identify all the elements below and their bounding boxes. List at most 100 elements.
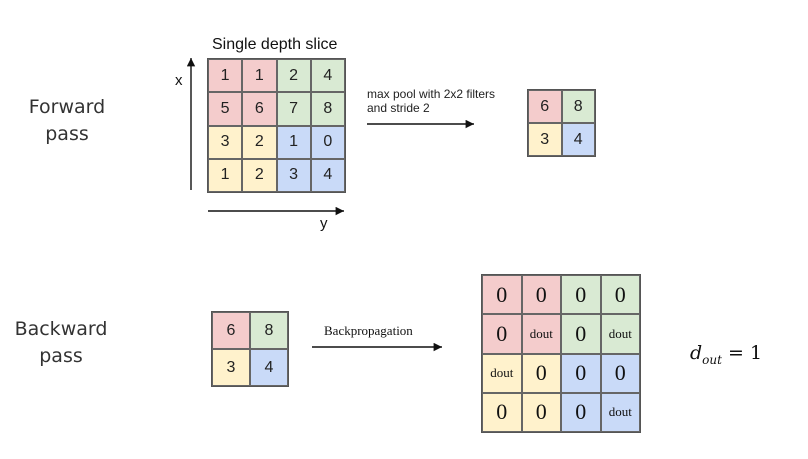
- cell-value: 0: [496, 281, 508, 307]
- grid-cell: 6: [212, 312, 250, 349]
- cell-value: dout: [490, 365, 514, 381]
- cell-value: 5: [220, 99, 230, 117]
- grid-cell: dout: [482, 353, 522, 393]
- grid-cell: 4: [310, 158, 345, 192]
- grid-cell: 3: [208, 125, 243, 159]
- slice-title: Single depth slice: [212, 36, 338, 53]
- grid-cell: 0: [561, 392, 601, 432]
- grid-cell: 8: [310, 92, 345, 126]
- forward-pass-label: Forward pass: [12, 94, 122, 148]
- cell-value: 0: [575, 320, 587, 346]
- grid-cell: 0: [561, 353, 601, 393]
- grid-cell: 1: [242, 59, 277, 93]
- cell-value: 0: [614, 281, 626, 307]
- cell-value: 0: [496, 399, 508, 425]
- cell-value: 3: [220, 133, 230, 151]
- backprop-label: Backpropagation: [324, 323, 413, 338]
- grid-cell: 0: [521, 353, 561, 393]
- cell-value: 2: [254, 166, 264, 184]
- grid-cell: 5: [208, 92, 243, 126]
- cell-value: 6: [254, 99, 264, 117]
- grid-cell: dout: [600, 314, 640, 354]
- axis-x-label: x: [175, 72, 183, 89]
- backward-label-line2: pass: [39, 345, 83, 367]
- grid-cell: dout: [600, 392, 640, 432]
- grid-cell: 0: [482, 275, 522, 315]
- grid-cell: 6: [528, 90, 562, 123]
- cell-value: 0: [535, 360, 547, 386]
- grid-cell: 8: [561, 90, 595, 123]
- grid-cell: 0: [482, 314, 522, 354]
- cell-value: 6: [540, 97, 550, 115]
- grid-cell: 4: [250, 349, 288, 386]
- cell-value: 1: [220, 66, 230, 84]
- cell-value: dout: [608, 325, 632, 341]
- grid-cell: 0: [482, 392, 522, 432]
- cell-value: 3: [540, 130, 550, 148]
- cell-value: 4: [573, 130, 583, 148]
- forward-label-line1: Forward: [28, 96, 106, 118]
- cell-value: 0: [535, 281, 547, 307]
- cell-value: 0: [575, 281, 587, 307]
- cell-value: dout: [529, 325, 553, 341]
- eq-rest: = 1: [721, 342, 763, 364]
- cell-value: dout: [608, 404, 632, 420]
- maxpool-note-line1: max pool with 2x2 filters: [367, 87, 496, 101]
- cell-value: 8: [264, 321, 274, 339]
- backward-output-grid: 0 0 0 0 0 dout 0 dout dout 0 0 0 0 0 0 dout: [481, 274, 641, 433]
- eq-var: d: [690, 342, 703, 364]
- cell-value: 0: [496, 320, 508, 346]
- cell-value: 2: [254, 133, 264, 151]
- grid-cell: 2: [242, 158, 277, 192]
- grid-cell: 2: [276, 59, 311, 93]
- maxpool-note-line2: and stride 2: [367, 101, 430, 115]
- dout-equation: dout = 1: [690, 342, 762, 367]
- backward-label-line1: Backward: [14, 318, 108, 340]
- cell-value: 0: [575, 360, 587, 386]
- cell-value: 2: [289, 66, 299, 84]
- cell-value: 4: [323, 166, 333, 184]
- eq-sub: out: [702, 352, 722, 367]
- grid-cell: 0: [600, 275, 640, 315]
- grid-cell: 0: [521, 392, 561, 432]
- cell-value: 3: [289, 166, 299, 184]
- cell-value: 0: [614, 360, 626, 386]
- grid-cell: 3: [212, 349, 250, 386]
- backward-input-grid: 6 8 3 4: [211, 311, 289, 387]
- cell-value: 4: [264, 358, 274, 376]
- grid-cell: 8: [250, 312, 288, 349]
- cell-value: 4: [323, 66, 333, 84]
- cell-value: 3: [226, 358, 236, 376]
- cell-value: 1: [220, 166, 230, 184]
- cell-value: 7: [289, 99, 299, 117]
- grid-cell: 1: [208, 59, 243, 93]
- forward-input-grid: 1 1 2 4 5 6 7 8 3 2 1 0 1 2 3 4: [207, 58, 346, 193]
- grid-cell: 3: [276, 158, 311, 192]
- grid-cell: 0: [561, 275, 601, 315]
- cell-value: 6: [226, 321, 236, 339]
- cell-value: 1: [289, 133, 299, 151]
- cell-value: 1: [254, 66, 264, 84]
- cell-value: 8: [323, 99, 333, 117]
- grid-cell: dout: [521, 314, 561, 354]
- backward-pass-label: Backward pass: [6, 316, 116, 370]
- forward-label-line2: pass: [45, 123, 89, 145]
- grid-cell: 0: [310, 125, 345, 159]
- axis-y-label: y: [320, 215, 328, 232]
- cell-value: 8: [573, 97, 583, 115]
- grid-cell: 6: [242, 92, 277, 126]
- grid-cell: 1: [276, 125, 311, 159]
- maxpool-note: max pool with 2x2 filters and stride 2: [367, 87, 495, 115]
- grid-cell: 4: [561, 123, 595, 156]
- cell-value: 0: [575, 399, 587, 425]
- grid-cell: 3: [528, 123, 562, 156]
- grid-cell: 4: [310, 59, 345, 93]
- grid-cell: 0: [600, 353, 640, 393]
- grid-cell: 1: [208, 158, 243, 192]
- grid-cell: 0: [561, 314, 601, 354]
- grid-cell: 0: [521, 275, 561, 315]
- forward-output-grid: 6 8 3 4: [527, 89, 596, 157]
- cell-value: 0: [323, 133, 333, 151]
- cell-value: 0: [535, 399, 547, 425]
